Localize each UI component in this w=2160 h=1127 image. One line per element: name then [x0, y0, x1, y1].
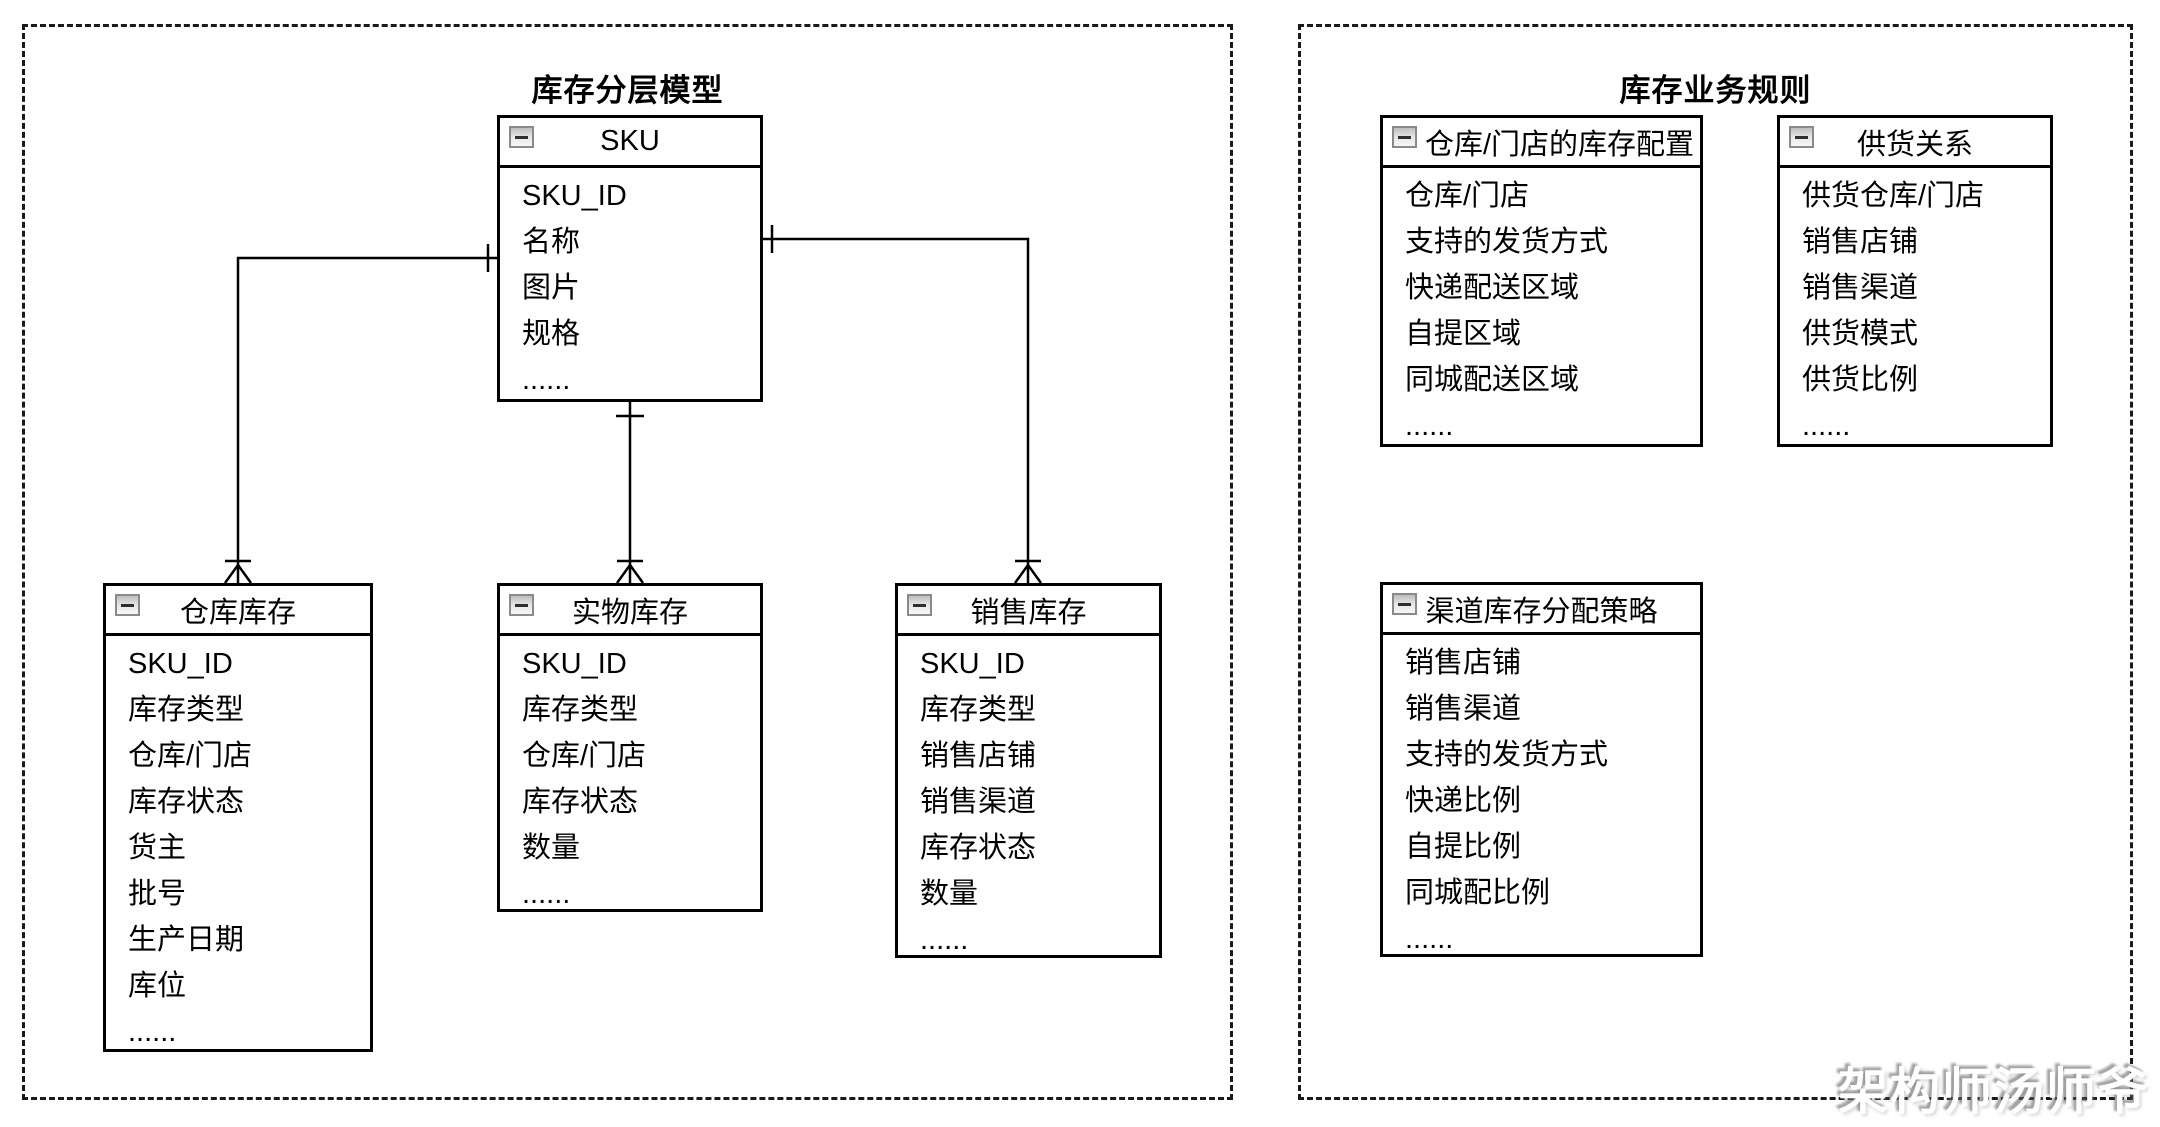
- entity-title: 供货关系: [1856, 128, 1973, 161]
- entity-field: 库存状态: [920, 832, 1037, 864]
- entity-field: 自提区域: [1405, 318, 1522, 350]
- collapse-minus-icon[interactable]: [1789, 126, 1814, 148]
- collapse-minus-icon[interactable]: [115, 594, 140, 616]
- entity-header: 仓库库存: [106, 586, 370, 636]
- entity-field: 支持的发货方式: [1405, 226, 1609, 258]
- entity-fields: SKU_ID 名称图片规格......: [500, 168, 760, 399]
- entity-field: 图片: [522, 272, 581, 304]
- entity-title: 销售库存: [970, 596, 1087, 629]
- entity-field: SKU_ID: [920, 648, 1025, 680]
- collapse-minus-icon[interactable]: [907, 594, 932, 616]
- entity-field: 货主: [128, 832, 187, 864]
- collapse-minus-icon[interactable]: [509, 126, 534, 148]
- entity-field: 库存类型: [522, 694, 639, 726]
- entity-header: 供货关系: [1780, 118, 2050, 168]
- entity-field: 库存状态: [128, 786, 245, 818]
- watermark-text: 架构师汤师爷: [1838, 1064, 2150, 1120]
- entity-title: 仓库库存: [179, 596, 296, 629]
- entity-field: 供货比例: [1802, 364, 1919, 396]
- entity-field: ......: [128, 1016, 177, 1048]
- entity-field: 销售店铺: [920, 740, 1037, 772]
- entity-field: 批号: [128, 878, 187, 910]
- entity-field: 快递配送区域: [1405, 272, 1580, 304]
- entity-field: ......: [1405, 410, 1454, 442]
- entity-field: SKU_ID: [522, 180, 627, 212]
- entity-field: SKU_ID: [522, 648, 627, 680]
- entity-field: 数量: [920, 878, 979, 910]
- panel-title: 库存业务规则: [1619, 73, 1812, 108]
- entity-header: SKU: [500, 118, 760, 168]
- entity-field: 数量: [522, 832, 581, 864]
- entity-fields: SKU_ID 库存类型销售店铺销售渠道库存状态数量......: [898, 636, 1159, 955]
- collapse-minus-icon[interactable]: [1392, 593, 1417, 615]
- entity-channel-inventory-allocation-strategy: 渠道库存分配策略 销售店铺销售渠道支持的发货方式快递比例自提比例同城配比例...…: [1380, 582, 1703, 957]
- entity-field: ......: [1405, 923, 1454, 954]
- entity-fields: SKU_ID 库存类型仓库/门店库存状态货主批号生产日期库位......: [106, 636, 370, 1049]
- entity-header: 渠道库存分配策略: [1383, 585, 1700, 635]
- entity-field: 库存类型: [920, 694, 1037, 726]
- entity-supply-relationship: 供货关系 供货仓库/门店销售店铺销售渠道供货模式供货比例......: [1777, 115, 2053, 447]
- entity-title: SKU: [600, 125, 660, 157]
- entity-field: ......: [1802, 410, 1851, 442]
- entity-field: 名称: [522, 226, 581, 258]
- entity-title: 实物库存: [571, 596, 688, 629]
- entity-field: 供货仓库/门店: [1802, 180, 1985, 212]
- entity-field: 销售店铺: [1802, 226, 1919, 258]
- entity-field: ......: [522, 878, 571, 909]
- entity-field: 销售店铺: [1405, 647, 1522, 679]
- entity-field: 支持的发货方式: [1405, 739, 1609, 771]
- entity-fields: 销售店铺销售渠道支持的发货方式快递比例自提比例同城配比例......: [1383, 635, 1700, 954]
- entity-sku: SKU SKU_ID 名称图片规格......: [497, 115, 763, 402]
- panel-title: 库存分层模型: [531, 73, 724, 108]
- entity-title: 渠道库存分配策略: [1425, 595, 1658, 628]
- entity-field: 销售渠道: [1405, 693, 1522, 725]
- entity-field: SKU_ID: [128, 648, 233, 680]
- entity-warehouse-store-inventory-config: 仓库/门店的库存配置 仓库/门店支持的发货方式快递配送区域自提区域同城配送区域.…: [1380, 115, 1703, 447]
- entity-field: 生产日期: [128, 924, 245, 956]
- entity-header: 销售库存: [898, 586, 1159, 636]
- entity-field: 自提比例: [1405, 831, 1522, 863]
- entity-sales-inventory: 销售库存 SKU_ID 库存类型销售店铺销售渠道库存状态数量......: [895, 583, 1162, 958]
- entity-header: 实物库存: [500, 586, 760, 636]
- entity-field: 仓库/门店: [522, 740, 647, 772]
- entity-field: ......: [920, 924, 969, 955]
- entity-header: 仓库/门店的库存配置: [1383, 118, 1700, 168]
- entity-field: 供货模式: [1802, 318, 1919, 350]
- entity-physical-inventory: 实物库存 SKU_ID 库存类型仓库/门店库存状态数量......: [497, 583, 763, 912]
- entity-field: 快递比例: [1405, 785, 1522, 817]
- entity-fields: 仓库/门店支持的发货方式快递配送区域自提区域同城配送区域......: [1383, 168, 1700, 444]
- entity-field: 销售渠道: [920, 786, 1037, 818]
- entity-field: 仓库/门店: [128, 740, 253, 772]
- entity-field: 同城配送区域: [1405, 364, 1580, 396]
- entity-field: 库存状态: [522, 786, 639, 818]
- entity-field: 规格: [522, 318, 581, 350]
- collapse-minus-icon[interactable]: [1392, 126, 1417, 148]
- entity-fields: 供货仓库/门店销售店铺销售渠道供货模式供货比例......: [1780, 168, 2050, 444]
- entity-field: 库位: [128, 970, 187, 1002]
- entity-field: ......: [522, 364, 571, 396]
- entity-field: 库存类型: [128, 694, 245, 726]
- collapse-minus-icon[interactable]: [509, 594, 534, 616]
- entity-warehouse-inventory: 仓库库存 SKU_ID 库存类型仓库/门店库存状态货主批号生产日期库位......: [103, 583, 373, 1052]
- entity-field: 仓库/门店: [1405, 180, 1530, 212]
- entity-fields: SKU_ID 库存类型仓库/门店库存状态数量......: [500, 636, 760, 909]
- entity-field: 同城配比例: [1405, 877, 1551, 909]
- entity-title: 仓库/门店的库存配置: [1424, 128, 1695, 161]
- entity-field: 销售渠道: [1802, 272, 1919, 304]
